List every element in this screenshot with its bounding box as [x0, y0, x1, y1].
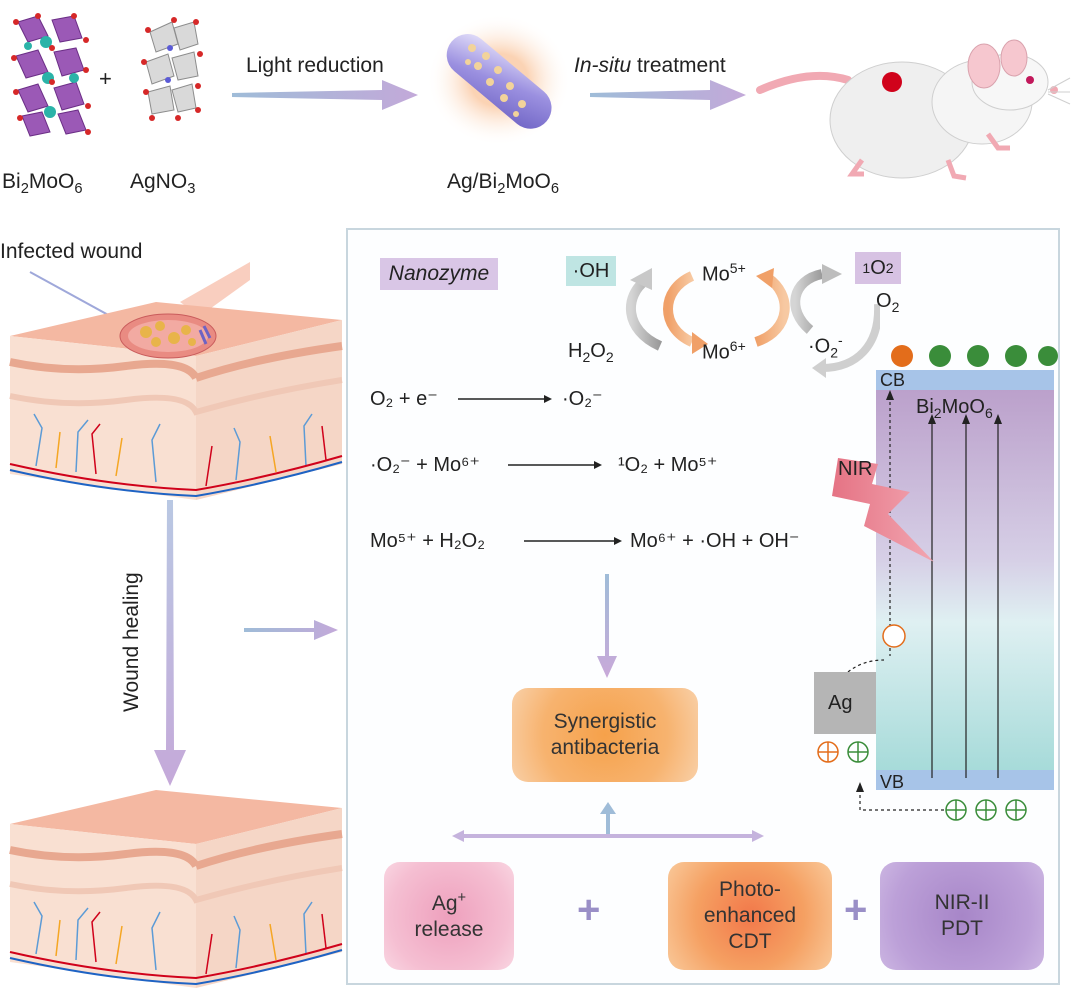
wound-healing-label: Wound healing — [120, 572, 143, 712]
equation-2-lhs: ·O₂⁻ + Mo⁶⁺ — [370, 454, 480, 476]
mo6-label: Mo6+ — [702, 338, 746, 364]
plus-sign-1: + — [577, 888, 601, 932]
bi2moo6-label: Bi2MoO6 — [2, 170, 83, 198]
ag-release-box: Ag+release — [384, 862, 514, 970]
equation-3-arrow — [524, 537, 622, 545]
bi2moo6-crystal-icon — [11, 13, 91, 137]
mouse-icon — [756, 39, 1071, 181]
bi2moo6-band-label: Bi2MoO6 — [916, 396, 993, 421]
vb-label: VB — [880, 772, 905, 792]
infected-skin-block — [9, 302, 343, 500]
equation-1-arrow — [458, 395, 552, 403]
infected-wound-label: Infected wound — [0, 240, 143, 263]
arrow-light-reduction — [232, 80, 418, 110]
catalytic-cycle-arrows — [625, 264, 880, 378]
plus-sign-2: + — [844, 888, 868, 932]
agno3-crystal-icon — [141, 17, 203, 121]
oxygen-label: O2 — [876, 290, 900, 315]
superoxide-label: ·O2- — [808, 332, 843, 361]
combination-arrows — [452, 802, 764, 842]
arrow-treatment — [590, 80, 746, 110]
arrow-to-synergy — [597, 574, 617, 678]
agno3-label: AgNO3 — [130, 170, 196, 198]
arrow-to-panel — [244, 620, 338, 640]
equation-1-rhs: ·O₂⁻ — [562, 388, 603, 410]
light-reduction-label: Light reduction — [246, 54, 384, 77]
cb-label: CB — [880, 370, 906, 390]
ag-label: Ag — [828, 692, 853, 714]
ag-bi2moo6-nanorod-icon — [427, 14, 571, 146]
healed-skin-block — [9, 790, 343, 988]
equation-3-rhs: Mo⁶⁺ + ·OH + OH⁻ — [630, 530, 800, 552]
band-structure-diagram — [814, 345, 1058, 821]
in-situ-treatment-label: In-situ treatment — [574, 54, 726, 77]
wound-healing-arrow — [154, 500, 186, 786]
equation-3-lhs: Mo⁵⁺ + H₂O₂ — [370, 530, 485, 552]
nanozyme-label: Nanozyme — [380, 258, 498, 290]
mo5-label: Mo5+ — [702, 260, 746, 286]
equation-1-lhs: O₂ + e⁻ — [370, 388, 438, 410]
ag-bi2moo6-label: Ag/Bi2MoO6 — [447, 170, 560, 198]
hydroxyl-radical-label: ·OH — [566, 256, 616, 286]
equation-2-arrow — [508, 461, 602, 469]
plus-sign: + — [99, 66, 112, 91]
equation-2-rhs: ¹O₂ + Mo⁵⁺ — [618, 454, 718, 476]
nir-label: NIR — [838, 458, 873, 480]
h2o2-label: H2O2 — [568, 340, 614, 365]
